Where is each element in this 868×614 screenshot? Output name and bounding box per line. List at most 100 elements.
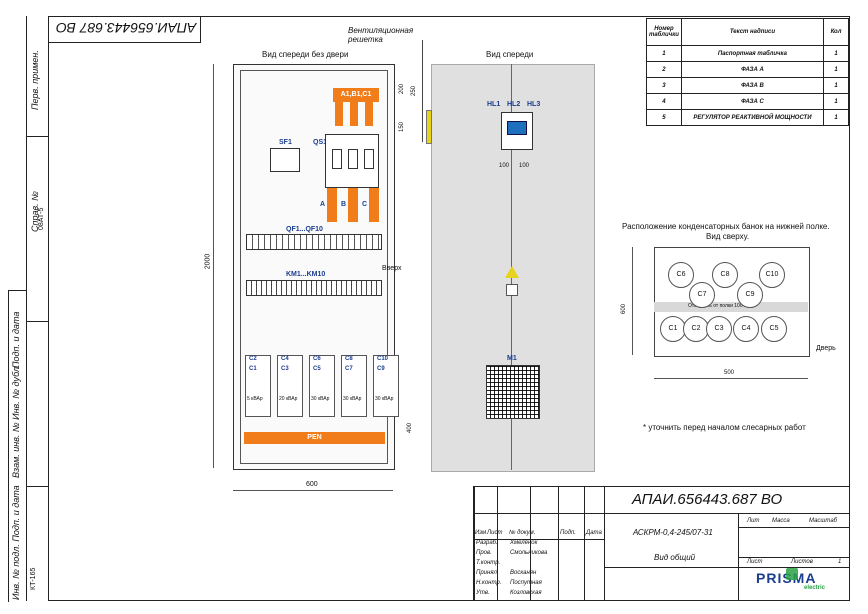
phase-b-label: B xyxy=(341,201,347,208)
dim-side-left: 100 xyxy=(499,163,510,169)
sf1-breaker xyxy=(270,148,300,172)
capacitor-circle: C5 xyxy=(761,316,787,342)
capacitor-label-bottom: C1 xyxy=(249,366,257,372)
capacitor-label-top: C4 xyxy=(281,356,289,362)
inv-podl-label: Инв. № подл. Подп. и дата xyxy=(11,485,21,600)
tb-h1: Лист xyxy=(487,530,503,536)
tb-name: Восканян xyxy=(510,570,537,576)
capacitor-power: 30 кВАр xyxy=(375,396,394,402)
capacitor-label-top: C10 xyxy=(377,356,389,362)
dim-side-right: 100 xyxy=(519,163,530,169)
capacitor-power: 30 кВАр xyxy=(311,396,330,402)
parts-col-qty: Кол xyxy=(823,18,849,46)
note-text: * уточнить перед началом слесарных работ xyxy=(643,423,806,432)
capacitor-label-bottom: C3 xyxy=(281,366,289,372)
capacitor-power: 30 кВАр xyxy=(343,396,362,402)
tb-h2: № докум. xyxy=(509,530,536,536)
tb-role: Принял xyxy=(476,570,497,576)
pen-bar: PEN xyxy=(244,432,385,444)
busbar-top: A1,B1,C1 xyxy=(333,88,379,102)
front-view-title: Вид спереди xyxy=(486,50,534,59)
dim-200: 200 xyxy=(399,83,406,95)
tb-role: Разраб. xyxy=(476,540,498,546)
left-stamp-column xyxy=(26,16,49,601)
shelf-dim-side: 600 xyxy=(621,303,628,315)
m1-label: M1 xyxy=(507,355,517,362)
tb-view-name: Вид общий xyxy=(654,553,696,562)
qs1-switch xyxy=(325,134,379,188)
hl1-label: HL1 xyxy=(487,101,501,108)
sprav-no-value: 08АТ-5 xyxy=(38,207,45,230)
capacitor-label-bottom: C7 xyxy=(345,366,353,372)
logo-sub: electric xyxy=(804,585,826,591)
capacitor-circle: C7 xyxy=(689,282,715,308)
tb-name: Смольникова xyxy=(510,550,548,556)
capacitor-label-top: C6 xyxy=(313,356,321,362)
qf-rail xyxy=(246,234,382,250)
tb-sheets: Листов xyxy=(791,559,813,565)
qs1-label: QS1 xyxy=(313,139,328,146)
zavesa-label: Вверх xyxy=(382,265,402,272)
vent-grille xyxy=(426,110,432,144)
tb-role: Пров. xyxy=(476,550,492,556)
parts-col-text: Текст надписи xyxy=(680,18,825,46)
title-block-code: АПАИ.656443.687 ВО xyxy=(632,491,783,508)
tb-role: Т.контр. xyxy=(476,560,501,566)
tb-sheets-value: 1 xyxy=(838,559,842,565)
capacitor-bank xyxy=(373,355,399,417)
phase-c-label: C xyxy=(362,201,368,208)
tb-product: АСКРМ-0,4-245/07-31 xyxy=(633,528,713,537)
warning-icon xyxy=(505,266,519,278)
tb-h4: Дата xyxy=(586,530,602,536)
vzam-inv-label: Взам. инв. № Инв. № дубл. xyxy=(11,364,21,478)
tb-role: Н.контр. xyxy=(476,580,502,586)
shelf-dim-bottom: 500 xyxy=(724,370,735,376)
door-label: Дверь xyxy=(816,345,836,352)
capacitor-label-bottom: C9 xyxy=(377,366,385,372)
tb-mass: Масса xyxy=(772,518,790,524)
km-label: KM1...KM10 xyxy=(286,271,326,278)
capacitor-circle: C3 xyxy=(706,316,732,342)
inv-value: КТ-165 xyxy=(30,567,37,590)
phase-a-label: A xyxy=(320,201,326,208)
capacitor-circle: C9 xyxy=(737,282,763,308)
tb-name: Поспутная xyxy=(510,580,542,586)
tb-h3: Подп. xyxy=(560,530,576,536)
logo-main: PRISMA xyxy=(756,570,834,586)
capacitor-label-top: C2 xyxy=(249,356,257,362)
dim-150: 150 xyxy=(399,121,406,133)
prisma-logo: PRISMA electric xyxy=(756,568,834,594)
doc-code-box: АПАИ.656443.687 ВО xyxy=(48,16,201,43)
qf-label: QF1...QF10 xyxy=(286,226,323,233)
front-no-door-title: Вид спереди без двери xyxy=(262,50,349,59)
dim-250: 250 xyxy=(411,85,418,97)
capacitor-bank xyxy=(341,355,367,417)
podp-data-label: Подп. и дата xyxy=(11,311,21,368)
strip-label: Отступить от полки 100 мм xyxy=(688,303,751,309)
tb-sheet: Лист xyxy=(747,559,763,565)
capacitor-circle: C4 xyxy=(733,316,759,342)
width-dim: 600 xyxy=(306,481,318,488)
km-rail xyxy=(246,280,382,296)
tb-lit: Лит xyxy=(747,518,760,524)
capacitor-power: 20 кВАр xyxy=(279,396,298,402)
controller-box xyxy=(501,112,533,150)
dim-400: 400 xyxy=(407,422,414,434)
doc-code-rotated: АПАИ.656443.687 ВО xyxy=(56,20,197,36)
parts-col-no: Номер таблички xyxy=(646,18,682,46)
capacitor-circle: C6 xyxy=(668,262,694,288)
tb-name: Козловская xyxy=(510,590,542,596)
capacitor-label-top: C8 xyxy=(345,356,353,362)
capacitor-power: 5 кВАр xyxy=(247,396,263,402)
capacitor-circle: C8 xyxy=(712,262,738,288)
hl3-label: HL3 xyxy=(527,101,541,108)
tb-name: Хмелёнок xyxy=(510,540,538,546)
tb-scale: Масштаб xyxy=(809,518,838,524)
fan-grid xyxy=(486,365,540,419)
tb-h0: Изм xyxy=(475,530,487,536)
